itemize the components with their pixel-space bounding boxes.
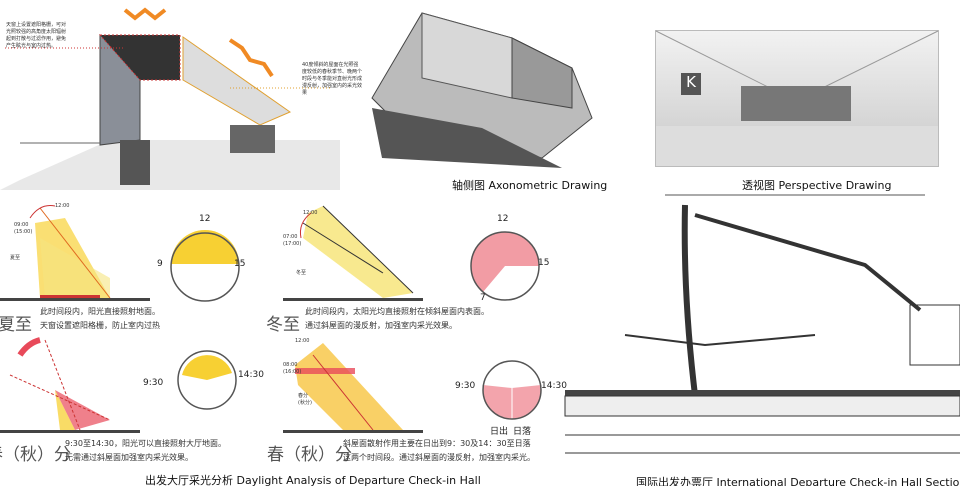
equinox-right-clock [482, 360, 542, 420]
summer-clock-9: 9 [157, 259, 163, 269]
summer-clock-12: 12 [199, 214, 211, 224]
equinox-section-label: 春分 (秋分) [298, 393, 312, 406]
equinox-left-text-2: 无需通过斜屋面加强室内采光效果。 [65, 453, 193, 462]
winter-clock-7: 7 [480, 293, 486, 303]
winter-sun-section [283, 205, 423, 301]
winter-title: 冬至 [266, 315, 300, 335]
winter-text-2: 通过斜屋面的漫反射，加强室内采光效果。 [305, 321, 457, 330]
equinox-right-text-1: 斜屋面散射作用主要在日出到9：30及14：30至日落 [343, 439, 531, 448]
winter-time-side: 07:00 (17:00) [283, 234, 302, 247]
axonometric-drawing [371, 12, 593, 168]
winter-clock-12: 12 [497, 214, 509, 224]
winter-clock-15: 15 [538, 258, 550, 268]
equinox-right-clock-1430: 14:30 [541, 381, 567, 391]
hall-section-drawing [564, 194, 960, 454]
equinox-left-text-1: 9:30至14:30，阳光可以直接照射大厅地面。 [65, 439, 227, 448]
equinox-right-clock-930: 9:30 [455, 381, 476, 391]
summer-title: 夏至 [0, 315, 32, 335]
equinox-left-title: 春（秋）分 [0, 445, 71, 465]
equinox-right-title: 春（秋）分 [267, 445, 352, 465]
skylight-note: 天窗上设置遮阳格栅，可对光照较强的高角度太阳辐射起到打散与过滤作用，避免产生眩光… [6, 22, 67, 49]
summer-sun-section [0, 205, 150, 301]
summer-clock [170, 230, 240, 302]
axonometric-caption: 轴侧图 Axonometric Drawing [452, 179, 608, 192]
winter-clock [470, 231, 540, 301]
equinox-diffuse-sun-section [283, 343, 423, 433]
equinox-left-clock-1430: 14:30 [238, 370, 264, 380]
summer-section-label: 夏至 [10, 255, 21, 261]
winter-section-label: 冬至 [296, 270, 307, 276]
winter-time-top: 12:00 [303, 210, 318, 216]
equinox-direct-sun-section [0, 337, 140, 433]
sunrise-label: 日出 [490, 427, 509, 437]
summer-time-top: 12:00 [55, 203, 70, 209]
equinox-right-text-2: 这两个时间段。通过斜屋面的漫反射，加强室内采光。 [343, 453, 535, 462]
sunset-label: 日落 [513, 427, 532, 437]
equinox-left-clock [177, 350, 237, 410]
equinox-left-clock-930: 9:30 [143, 378, 164, 388]
equinox-time-side: 08:00 (16:00) [283, 362, 302, 375]
equinox-time-top: 12:00 [295, 338, 310, 344]
summer-text-1: 此时间段内，阳光直接照射地面。 [40, 307, 160, 316]
daylight-caption: 出发大厅采光分析 Daylight Analysis of Departure … [145, 474, 481, 486]
section-caption: 国际出发办票厅 International Departure Check-in… [636, 476, 960, 486]
winter-text-1: 此时间段内，太阳光均直接照射在倾斜屋面内表面。 [305, 307, 489, 316]
perspective-drawing: K [655, 30, 939, 167]
gate-sign: K [681, 73, 701, 95]
summer-time-side: 09:00 (15:00) [14, 222, 33, 235]
perspective-caption: 透视图 Perspective Drawing [742, 179, 892, 192]
summer-clock-15: 15 [234, 259, 246, 269]
summer-text-2: 天窗设置遮阳格栅，防止室内过热 [40, 321, 160, 330]
inclined-roof-note: 40度倾斜的屋面在光照强度较低的春秋季节、晚两个时段与冬季能对直射光形成漫反射，… [302, 62, 363, 96]
roof-skylight-diagram [0, 7, 340, 190]
